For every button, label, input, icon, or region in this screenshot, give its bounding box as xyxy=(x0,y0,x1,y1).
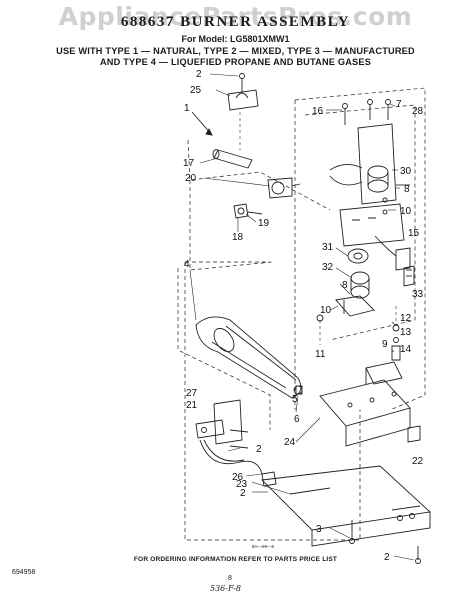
callout-2: 2 xyxy=(196,69,202,80)
usage-line-2: AND TYPE 4 — LIQUEFIED PROPANE AND BUTAN… xyxy=(99,57,372,67)
part-4-burner xyxy=(195,316,302,399)
part-15-connector xyxy=(374,235,411,271)
part-27-bracket xyxy=(195,399,243,445)
page-number: 8 xyxy=(228,575,232,582)
callout-25: 25 xyxy=(190,85,202,96)
callout-17: 17 xyxy=(183,158,195,169)
part-17-tube xyxy=(212,149,253,169)
callout-4: 4 xyxy=(184,259,190,270)
callout-28: 28 xyxy=(412,106,424,117)
part-3-screw xyxy=(349,520,355,544)
part-7-screws xyxy=(367,99,391,120)
document-number: 694958 xyxy=(12,569,36,576)
callout-16: 16 xyxy=(312,106,324,117)
page-title: 688637 BURNER ASSEMBLY xyxy=(120,14,351,30)
part-31-coil xyxy=(347,248,369,264)
callout-2-bottom: 2 xyxy=(384,552,390,563)
dashed-boundary xyxy=(177,87,426,541)
part-12-14-orifice xyxy=(391,306,401,361)
callout-26: 26 xyxy=(232,472,244,483)
part-30-coil xyxy=(329,123,397,205)
part-20-fitting xyxy=(267,177,301,199)
part-22-fitting xyxy=(407,425,421,443)
callout-11: 11 xyxy=(315,349,326,360)
part-19-nut xyxy=(233,203,249,219)
callout-2-mid: 2 xyxy=(256,444,262,455)
callout-24: 24 xyxy=(284,437,296,448)
callout-22: 22 xyxy=(412,456,424,467)
ordering-note: FOR ORDERING INFORMATION REFER TO PARTS … xyxy=(133,556,338,563)
part-16-screw xyxy=(342,103,348,125)
part-11-igniter-tip xyxy=(316,314,324,322)
part-2-screw-bottom xyxy=(415,546,421,564)
mounting-plate xyxy=(339,203,405,247)
callout-8: 8 xyxy=(404,184,410,195)
callout-15: 15 xyxy=(408,228,420,239)
callout-5: 5 xyxy=(292,394,298,405)
callout-14: 14 xyxy=(400,344,412,355)
callout-10-lower: 10 xyxy=(320,305,332,316)
callout-7: 7 xyxy=(396,99,402,110)
callout-10: 10 xyxy=(400,206,412,217)
callout-21: 21 xyxy=(186,400,198,411)
part-24-valve-body xyxy=(319,361,411,447)
callout-6: 6 xyxy=(294,414,300,425)
callout-leaders xyxy=(189,73,415,561)
callout-3: 3 xyxy=(316,524,322,535)
arrow-part-1 xyxy=(205,128,213,136)
callout-18: 18 xyxy=(232,232,244,243)
callout-8-lower: 8 xyxy=(342,280,348,291)
part-32-coil xyxy=(350,271,370,299)
callout-23: 23 xyxy=(236,479,248,490)
handwritten-note: 536-F-8 xyxy=(210,584,241,593)
callout-33: 33 xyxy=(412,289,424,300)
callout-1: 1 xyxy=(184,103,190,114)
callout-12: 12 xyxy=(400,313,412,324)
part-33-terminal xyxy=(403,265,415,287)
callout-9: 9 xyxy=(382,339,388,350)
callout-19: 19 xyxy=(258,218,270,229)
callout-2-lower: 2 xyxy=(240,488,246,499)
part-23-base-bracket xyxy=(261,465,431,547)
callout-13: 13 xyxy=(400,327,412,338)
callout-27: 27 xyxy=(186,388,198,399)
usage-line-1: USE WITH TYPE 1 — NATURAL, TYPE 2 — MIXE… xyxy=(56,46,415,56)
callout-20: 20 xyxy=(185,173,197,184)
callout-32: 32 xyxy=(322,262,334,273)
site-watermark: AppliancePartsPros.com xyxy=(58,2,413,31)
callout-30: 30 xyxy=(400,166,412,177)
part-25-bracket xyxy=(227,73,259,111)
model-line: For Model: LG5801XMW1 xyxy=(181,34,290,44)
callout-31: 31 xyxy=(322,242,334,253)
part-26-wire-harness xyxy=(199,439,277,487)
part-10-bracket xyxy=(335,295,375,317)
drawing-code: 8A—99—8 xyxy=(252,544,275,549)
